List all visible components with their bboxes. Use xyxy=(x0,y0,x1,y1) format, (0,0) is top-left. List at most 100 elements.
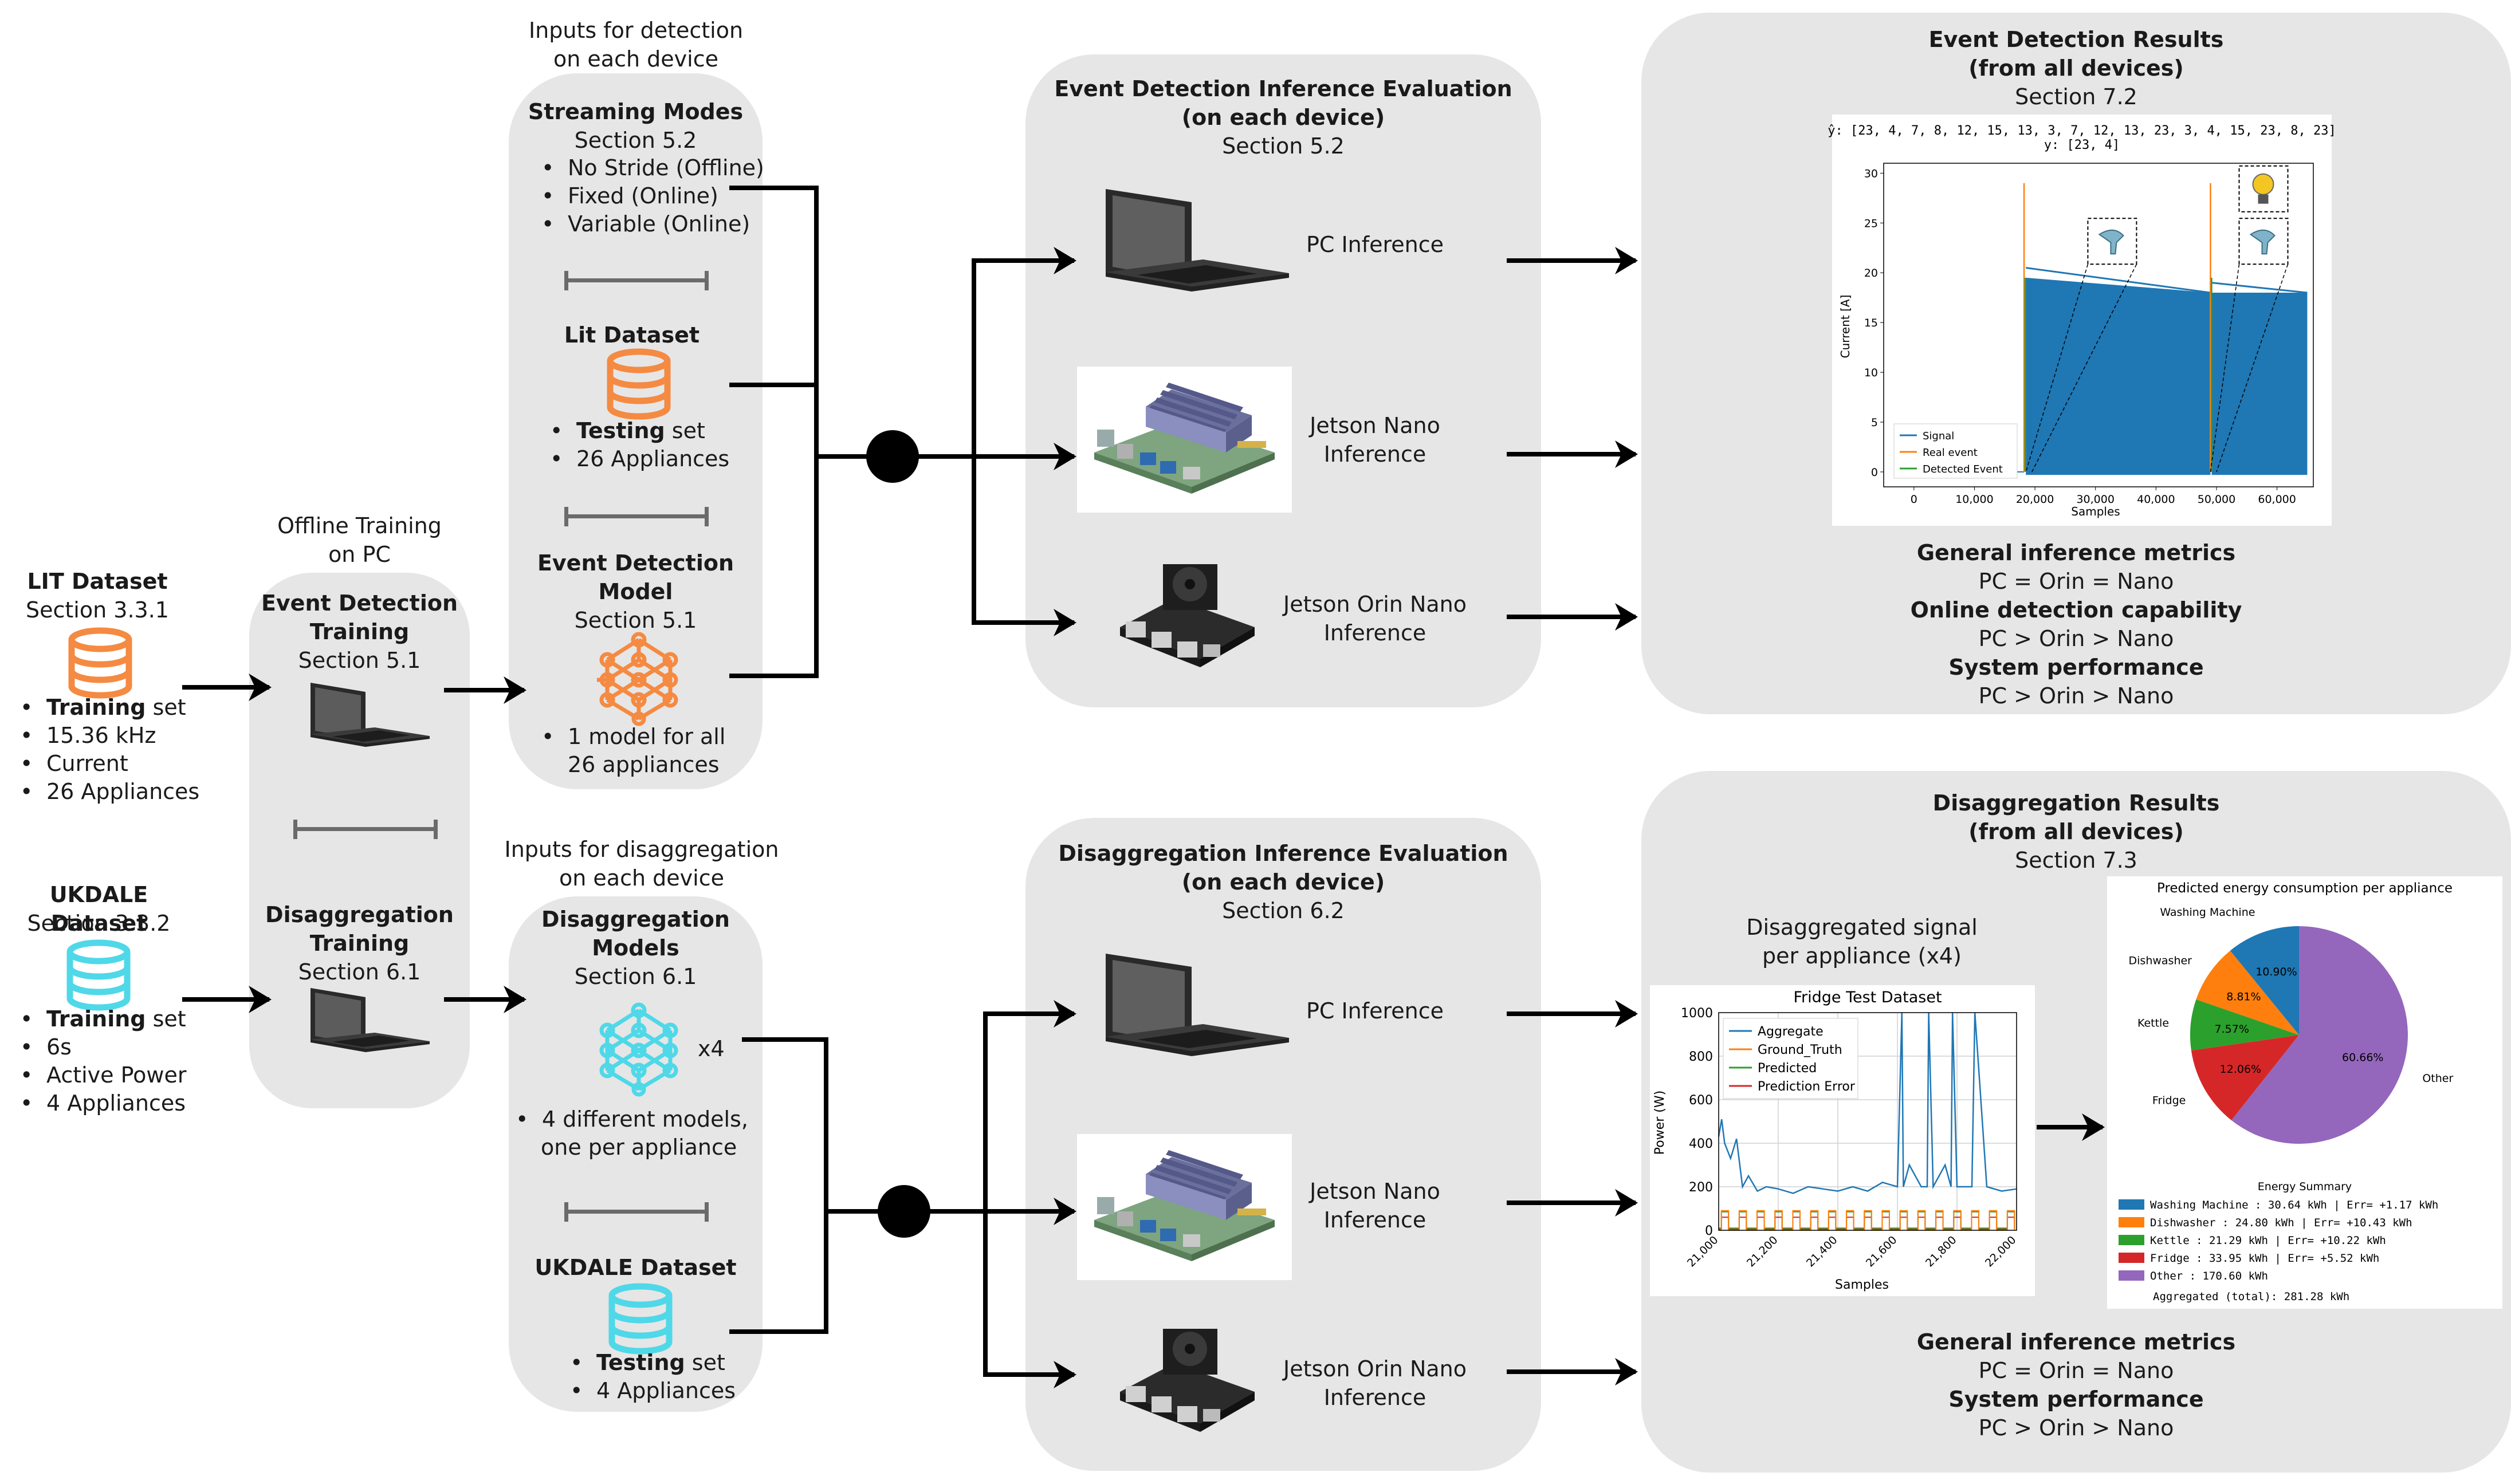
callout-leader xyxy=(2216,264,2289,473)
x-tick-label: 0 xyxy=(1911,493,1917,506)
list-item: 6s xyxy=(20,1033,209,1061)
laptop-icon xyxy=(1106,954,1289,1056)
summary-swatch xyxy=(2119,1253,2144,1263)
signal-top xyxy=(2211,282,2308,294)
event-detection-chart: ŷ: [23, 4, 7, 8, 12, 15, 13, 3, 7, 12, 1… xyxy=(1828,115,2336,526)
x-tick-label: 40,000 xyxy=(2137,493,2175,506)
pie-slice xyxy=(2196,950,2299,1035)
slice-percent-label: 12.06% xyxy=(2220,1063,2261,1076)
summary-total: Aggregated (total): 281.28 kWh xyxy=(2153,1290,2349,1303)
x-tick-label: 30,000 xyxy=(2076,493,2114,506)
streaming-modes-list: No Stride (Offline) Fixed (Online) Varia… xyxy=(541,154,771,238)
list-item: 15.36 kHz xyxy=(20,722,209,750)
ukdale-test-dataset-title: UKDALE Dataset xyxy=(535,1255,737,1280)
laptop-icon xyxy=(311,988,430,1052)
list-item: Training set xyxy=(20,1005,209,1033)
list-item: 26 Appliances xyxy=(20,778,209,806)
x-tick-label: 20,000 xyxy=(2016,493,2054,506)
plot-frame xyxy=(1883,163,2314,487)
list-item: Variable (Online) xyxy=(541,210,771,238)
database-icon xyxy=(608,1283,673,1355)
y-tick-label: 25 xyxy=(1864,217,1878,230)
y-tick-label: 600 xyxy=(1689,1093,1713,1108)
lit-dataset-list: Training set 15.36 kHz Current 26 Applia… xyxy=(20,694,209,806)
device-label-pc: PC Inference xyxy=(1306,998,1444,1024)
device-label-pc: PC Inference xyxy=(1306,232,1444,257)
event-results-title: Event Detection Results (from all device… xyxy=(1928,27,2224,109)
hairdryer-icon xyxy=(2098,229,2124,255)
merge-node-disaggregation xyxy=(878,1185,930,1238)
legend-label: Signal xyxy=(1923,430,1954,442)
list-item: 26 Appliances xyxy=(550,445,756,473)
chart-title: Predicted energy consumption per applian… xyxy=(2157,881,2453,896)
y-axis-label: Current [A] xyxy=(1838,295,1852,359)
lightbulb-base xyxy=(2258,194,2269,204)
y-tick-label: 1000 xyxy=(1681,1006,1713,1021)
list-item: 4 Appliances xyxy=(20,1089,209,1117)
inputs-disaggregation-panel xyxy=(509,896,763,1412)
lightbulb-icon xyxy=(2252,173,2274,195)
separator xyxy=(564,271,709,290)
y-tick-label: 0 xyxy=(1705,1224,1713,1238)
y-tick-label: 20 xyxy=(1864,267,1878,280)
disagg-eval-title: Disaggregation Inference Evaluation (on … xyxy=(1058,841,1508,923)
pie-slice xyxy=(2231,926,2408,1144)
disagg-models-list: 4 different models, one per appliance xyxy=(516,1105,756,1162)
list-item: Testing set xyxy=(550,417,756,445)
y-tick-label: 10 xyxy=(1864,367,1878,379)
y-axis-label: Power (W) xyxy=(1653,1091,1667,1155)
lit-test-dataset-list: Testing set 26 Appliances xyxy=(550,417,756,473)
legend-label: Prediction Error xyxy=(1758,1080,1856,1094)
callout-leader xyxy=(2031,263,2137,473)
summary-row: Fridge : 33.95 kWh | Err= +5.52 kWh xyxy=(2150,1252,2379,1265)
slice-percent-label: 10.90% xyxy=(2255,966,2297,978)
slice-label: Dishwasher xyxy=(2129,955,2192,967)
jetson-orin-nano-icon xyxy=(1120,564,1255,667)
database-icon xyxy=(607,348,671,420)
y-tick-label: 30 xyxy=(1864,167,1878,180)
disagg-models-title: Disaggregation Models Section 6.1 xyxy=(541,907,730,989)
slice-label: Other xyxy=(2422,1072,2453,1085)
y-tick-label: 5 xyxy=(1871,416,1878,429)
y-tick-label: 15 xyxy=(1864,317,1878,329)
neural-network-icon xyxy=(599,1002,678,1097)
legend-label: Predicted xyxy=(1758,1061,1817,1076)
list-item: 4 different models, xyxy=(516,1105,756,1133)
summary-row: Washing Machine : 30.64 kWh | Err= +1.17… xyxy=(2150,1199,2438,1211)
x-tick-label: 50,000 xyxy=(2198,493,2235,506)
laptop-icon xyxy=(311,683,430,747)
slice-label: Washing Machine xyxy=(2160,906,2255,919)
list-item: 1 model for all xyxy=(541,723,759,751)
event-results-metrics: General inference metrics PC = Orin = Na… xyxy=(1910,540,2242,708)
signal-band xyxy=(2026,277,2211,475)
event-detection-model-title: Event Detection Model Section 5.1 xyxy=(537,550,734,633)
slice-percent-label: 7.57% xyxy=(2215,1023,2249,1036)
list-item: Active Power xyxy=(20,1061,209,1089)
list-item: 26 appliances xyxy=(568,752,720,777)
ukdale-dataset-section: Section 3.3.2 xyxy=(27,911,171,936)
slice-label: Kettle xyxy=(2137,1017,2169,1029)
fridge-chart: Fridge Test Dataset 0200400600800100021,… xyxy=(1650,985,2035,1296)
lit-dataset-title: LIT Dataset xyxy=(27,569,168,594)
laptop-icon xyxy=(1106,189,1289,292)
event-training-title: Event Detection Training Section 5.1 xyxy=(261,591,458,673)
slice-label: Fridge xyxy=(2152,1095,2186,1107)
ukdale-dataset-list: Training set 6s Active Power 4 Appliance… xyxy=(20,1005,209,1117)
list-item: one per appliance xyxy=(541,1135,737,1160)
jetson-nano-icon xyxy=(1077,1134,1292,1280)
pie-slice xyxy=(2191,1035,2299,1120)
callout-leader xyxy=(2025,264,2089,473)
separator xyxy=(293,820,438,839)
list-item: Testing set xyxy=(570,1349,759,1377)
jetson-nano-icon xyxy=(1077,367,1292,513)
separator xyxy=(564,1202,709,1222)
model-multiplier: x4 xyxy=(698,1036,725,1061)
callout-leader xyxy=(2210,264,2240,473)
